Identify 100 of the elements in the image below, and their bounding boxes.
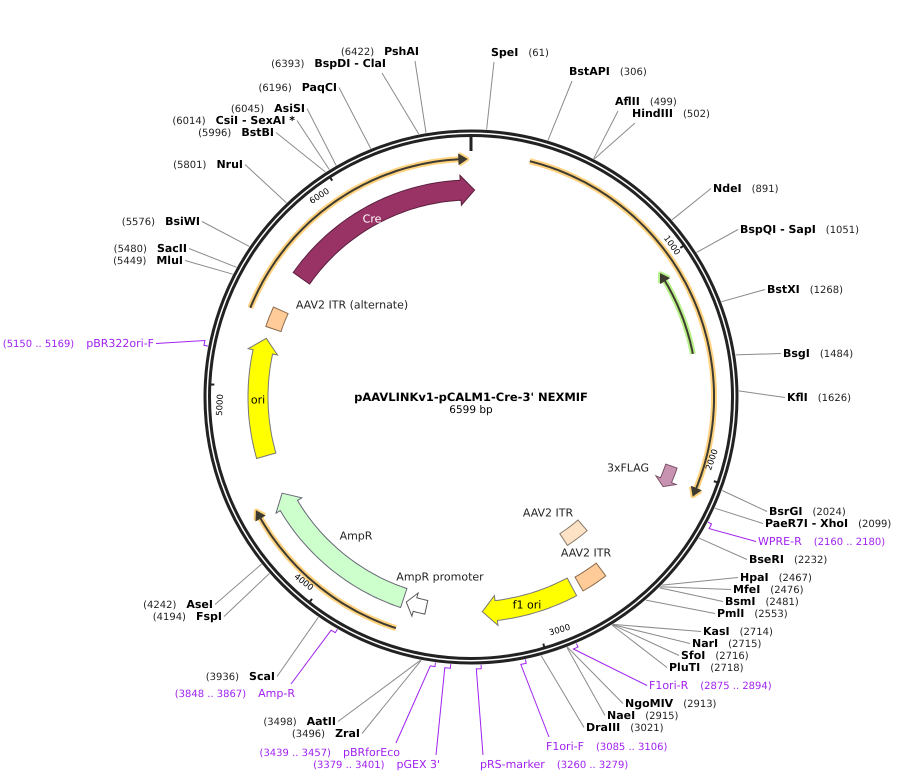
enzyme-name: NruI	[216, 158, 243, 172]
cut-site-position: (5449)	[113, 255, 146, 269]
enzyme-name: MluI	[156, 254, 183, 268]
cut-site-position: (502)	[682, 108, 710, 122]
leader-line	[735, 353, 782, 356]
enzyme-name: BstBI	[241, 126, 274, 140]
primer-position: (3260 .. 3279)	[556, 759, 628, 773]
tick-label: 3000	[548, 624, 572, 638]
cut-site-position: (1484)	[820, 348, 854, 362]
enzyme-name: SacII	[156, 242, 187, 256]
cut-site-position: (2718)	[710, 662, 744, 676]
enzyme-name: NdeI	[713, 182, 742, 196]
primer-name: pBR322ori-F	[86, 337, 154, 351]
leader-line	[612, 624, 690, 644]
enzyme-name: AsiSI	[274, 102, 305, 116]
primer-name: F1ori-R	[649, 679, 688, 693]
leader-line	[696, 229, 738, 253]
cut-site-position: (6014)	[172, 115, 206, 128]
cut-site-position: (2476)	[770, 584, 804, 597]
enzyme-name: PshAI	[384, 45, 419, 58]
enzyme-name: BsgI	[783, 347, 810, 361]
leader-line	[214, 564, 262, 605]
leader-line	[476, 664, 484, 756]
primer-position: (3085 .. 3106)	[596, 741, 668, 755]
leader-line	[382, 72, 420, 135]
leader-line	[672, 188, 712, 220]
feature-label: AAV2 ITR	[522, 506, 574, 520]
leader-line	[362, 660, 422, 734]
cut-site-position: (3021)	[630, 722, 664, 736]
leader-line	[436, 664, 452, 756]
primer-name: Amp-R	[258, 687, 295, 701]
enzyme-name: CsiI - SexAI *	[216, 114, 295, 128]
enzyme-name: SfoI	[681, 649, 706, 662]
enzyme-name: ScaI	[249, 670, 275, 684]
leader-line	[486, 62, 494, 130]
tick-label: 2000	[706, 448, 722, 472]
cut-site-position: (891)	[752, 183, 779, 197]
enzyme-name: AflII	[615, 95, 640, 108]
cut-site-position: (6045)	[230, 103, 264, 116]
cut-site-position: (5576)	[122, 216, 156, 230]
primer-position: (3848 .. 3867)	[174, 688, 246, 702]
feature-label: AAV2 ITR	[560, 546, 612, 560]
primer-name: pGEX 3'	[396, 758, 440, 772]
cut-site-position: (4194)	[152, 611, 186, 625]
leader-line	[738, 390, 786, 398]
enzyme-name: ZraI	[335, 727, 360, 741]
cut-site-position: (3936)	[206, 671, 240, 685]
leader-line	[722, 490, 768, 512]
enzyme-name: NgoMIV	[625, 697, 674, 711]
leader-line	[244, 164, 287, 204]
leader-line	[338, 660, 422, 722]
leader-line	[721, 289, 766, 302]
feature-label: AAV2 ITR (alternate)	[296, 298, 408, 312]
leader-line	[612, 624, 680, 656]
enzyme-name: BsrGI	[769, 505, 802, 519]
enzyme-name: NarI	[692, 637, 718, 650]
enzyme-name: BstXI	[767, 283, 800, 297]
feature-label: f1 ori	[512, 598, 542, 612]
leader-line	[661, 577, 738, 586]
enzyme-name: BstAPI	[569, 65, 610, 79]
enzyme-name: NaeI	[607, 709, 636, 723]
cut-site-position: (5996)	[198, 127, 232, 141]
feature-label: AmpR promoter	[396, 570, 484, 584]
leader-line	[540, 655, 584, 728]
leader-line	[566, 646, 624, 704]
leader-line	[276, 616, 319, 677]
leader-line	[566, 646, 606, 716]
enzyme-name: PluTI	[669, 661, 700, 675]
feature-label: Cre	[362, 212, 382, 226]
cut-site-position: (306)	[620, 66, 647, 80]
leader-line	[593, 110, 618, 160]
enzyme-name: BspQI - SapI	[740, 223, 816, 237]
leader-line	[338, 87, 372, 149]
enzyme-name: SpeI	[491, 46, 518, 60]
leader-line	[612, 624, 702, 632]
cut-site-position: (2915)	[645, 710, 678, 723]
cut-site-position: (2481)	[766, 596, 799, 609]
primer-position: (5150 .. 5169)	[2, 338, 74, 352]
leader-line	[184, 260, 234, 275]
leader-line	[645, 600, 716, 614]
leader-line	[276, 132, 326, 172]
enzyme-name: HindIII	[632, 107, 673, 121]
enzyme-name: PmlI	[717, 607, 744, 621]
cut-site-position: (1051)	[826, 224, 860, 238]
feature-label: ori	[250, 394, 266, 406]
enzyme-name: KflI	[787, 391, 808, 405]
cut-site-position: (6393)	[271, 58, 304, 72]
leader-line	[714, 508, 764, 524]
leader-line	[306, 108, 337, 166]
cut-site-position: (2232)	[794, 554, 828, 568]
cut-site-position: (5480)	[114, 243, 147, 256]
leader-line	[572, 642, 648, 686]
leader-line	[611, 624, 668, 668]
primer-name: WPRE-R	[758, 535, 802, 549]
primer-position: (3439 .. 3457)	[260, 747, 331, 760]
cut-site-position: (2467)	[778, 572, 812, 585]
cut-site-position: (3496)	[292, 728, 326, 742]
leader-line	[156, 340, 208, 347]
enzyme-name: MfeI	[733, 583, 760, 597]
sequence-length: 6599 bp	[449, 404, 493, 416]
